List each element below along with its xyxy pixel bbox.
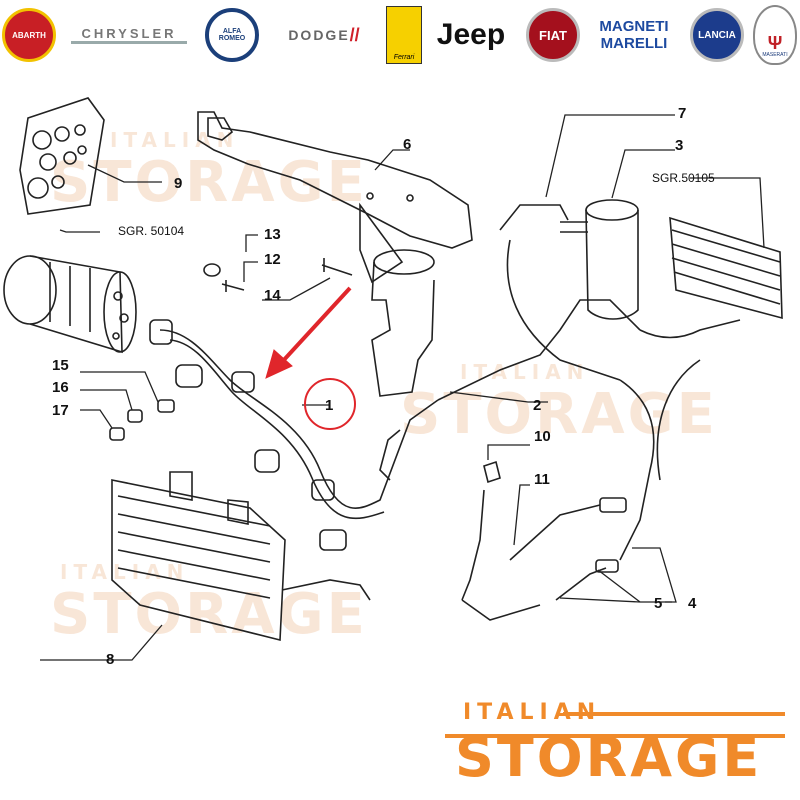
highlight-marker [265, 286, 356, 430]
chrysler-logo: CHRYSLER [62, 6, 196, 64]
ferrari-logo: Ferrari [384, 6, 424, 64]
gasket-kit-drawing [19, 97, 105, 215]
lancia-logo: LANCIA [686, 6, 748, 64]
watermark-top-line1: ITALIAN [110, 128, 240, 152]
callout-15: 15 [52, 357, 69, 374]
ferrari-shield: Ferrari [386, 6, 422, 64]
magneti-marelli-logo: MAGNETI MARELLI [588, 6, 680, 64]
ferrari-wordmark: Ferrari [393, 54, 415, 61]
watermark-bottom-line2: STORAGE [50, 582, 368, 647]
alfa-romeo-wordmark: ALFA ROMEO [218, 28, 246, 42]
callout-16: 16 [52, 379, 69, 396]
abarth-logo: ABARTH [0, 6, 58, 64]
sgr-label-evaporator: SGR.50105 [652, 171, 715, 185]
abarth-roundel: ABARTH [2, 8, 56, 62]
dodge-logo: DODGE // [270, 6, 378, 64]
fiat-logo: FIAT [524, 6, 582, 64]
dodge-stripes-icon: // [349, 24, 360, 45]
callout-1: 1 [325, 397, 333, 414]
jeep-logo: Jeep [428, 6, 514, 64]
maserati-logo: Ψ MASERATI [752, 5, 798, 65]
callout-11: 11 [534, 471, 550, 488]
magneti-marelli-wordmark: MAGNETI MARELLI [599, 18, 669, 52]
leader-lines [40, 114, 765, 661]
callout-4: 4 [688, 595, 697, 612]
chrysler-wordmark: CHRYSLER [71, 26, 187, 44]
fiat-wordmark: FIAT [539, 27, 567, 43]
watermark-bottom-line1: ITALIAN [60, 560, 190, 584]
callout-10: 10 [534, 428, 551, 445]
abarth-wordmark: ABARTH [12, 30, 46, 40]
condenser-drawing [111, 471, 371, 642]
discharge-hose-drawing [149, 319, 439, 551]
callout-7: 7 [678, 105, 686, 122]
logo-rule-mid [445, 734, 785, 738]
compressor-drawing [3, 255, 137, 354]
callout-9: 9 [174, 175, 182, 192]
callout-3: 3 [675, 137, 683, 154]
lancia-roundel: LANCIA [690, 8, 744, 62]
callout-6: 6 [403, 136, 411, 153]
alfa-romeo-logo: ALFA ROMEO [200, 6, 264, 64]
jeep-wordmark: Jeep [436, 18, 506, 51]
sgr-label-compressor: SGR. 50104 [118, 224, 184, 238]
watermark-top-line2: STORAGE [50, 150, 368, 215]
logo-storage-text: STORAGE [455, 726, 763, 789]
dodge-wordmark: DODGE [288, 27, 350, 43]
pressure-sensor-drawing [509, 497, 627, 601]
brand-logo-strip: ABARTH CHRYSLER ALFA ROMEO DODGE // Ferr… [0, 0, 800, 72]
callout-14: 14 [264, 287, 281, 304]
callout-8: 8 [106, 651, 114, 668]
callout-17: 17 [52, 402, 69, 419]
callout-numbers: 1 2 3 4 5 6 7 8 9 10 11 12 13 14 15 16 1… [52, 105, 715, 668]
callout-13: 13 [264, 226, 281, 243]
maserati-emblem: Ψ MASERATI [753, 5, 797, 65]
italian-storage-logo: ITALIAN STORAGE [445, 700, 785, 795]
lancia-wordmark: LANCIA [698, 29, 736, 41]
trident-icon: Ψ [767, 33, 783, 53]
maserati-wordmark: MASERATI [762, 52, 788, 58]
receiver-dryer-drawing [560, 199, 639, 320]
logo-rule-top [563, 712, 785, 716]
callout-2: 2 [533, 397, 541, 414]
callout-12: 12 [264, 251, 281, 268]
bracket-drawing [197, 111, 473, 397]
fasteners-drawing [109, 258, 501, 484]
refrigerant-lines-drawing [379, 204, 741, 621]
fiat-roundel: FIAT [526, 8, 580, 62]
alfa-romeo-roundel: ALFA ROMEO [205, 8, 259, 62]
ac-parts-diagram: 1 2 3 4 5 6 7 8 9 10 11 12 13 14 15 16 1… [3, 97, 783, 668]
evaporator-drawing [669, 216, 783, 320]
callout-5: 5 [654, 595, 662, 612]
